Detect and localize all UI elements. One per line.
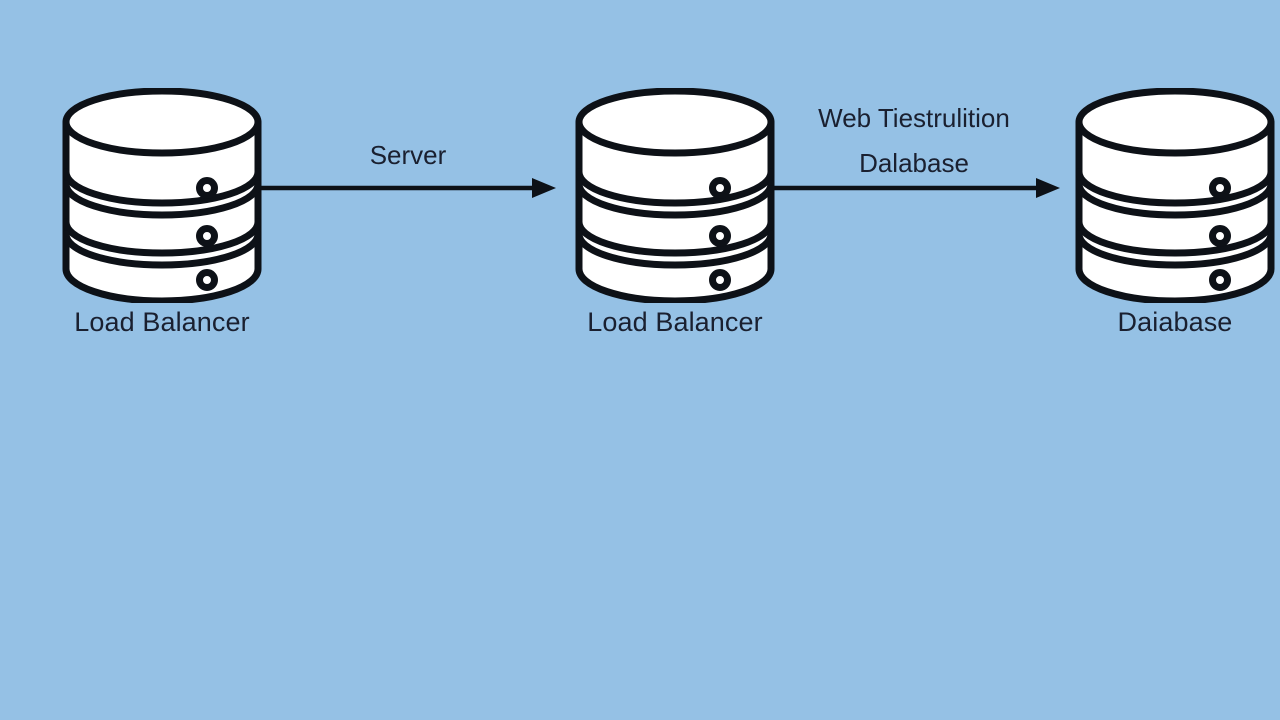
edge-label-line: Server — [369, 140, 447, 170]
disk-indicator-icon — [1209, 225, 1231, 247]
disk-indicator-icon — [196, 177, 218, 199]
disk-indicator-icon — [709, 225, 731, 247]
node-label: Daiabase — [1117, 307, 1233, 337]
node-label: Load Balancer — [74, 307, 250, 337]
arrow-right-icon — [261, 178, 556, 198]
disk-indicator-icon — [1209, 269, 1231, 291]
diagram-edge-1[interactable]: Server — [260, 140, 556, 208]
diagram-node-database[interactable]: Daiabase — [1075, 88, 1275, 337]
edge-label-line: Web Tiestrulition — [818, 103, 1010, 133]
disk-indicator-icon — [709, 177, 731, 199]
database-cylinder-icon — [575, 88, 775, 303]
disk-indicator-icon — [1209, 177, 1231, 199]
edge-label-line: Dalabase — [859, 148, 969, 178]
disk-indicator-icon — [196, 269, 218, 291]
disk-indicator-icon — [196, 225, 218, 247]
diagram-node-load-balancer-2[interactable]: Load Balancer — [575, 88, 775, 337]
node-label: Load Balancer — [587, 307, 763, 337]
edge-label: Server — [238, 133, 578, 178]
database-cylinder-icon — [62, 88, 262, 303]
disk-indicator-icon — [709, 269, 731, 291]
diagram-edge-2[interactable]: Web Tiestrulition Dalabase — [768, 103, 1060, 208]
diagram-node-load-balancer-1[interactable]: Load Balancer — [62, 88, 262, 337]
arrow-right-icon — [769, 178, 1060, 198]
edge-label: Web Tiestrulition Dalabase — [744, 96, 1084, 186]
database-cylinder-icon — [1075, 88, 1275, 303]
